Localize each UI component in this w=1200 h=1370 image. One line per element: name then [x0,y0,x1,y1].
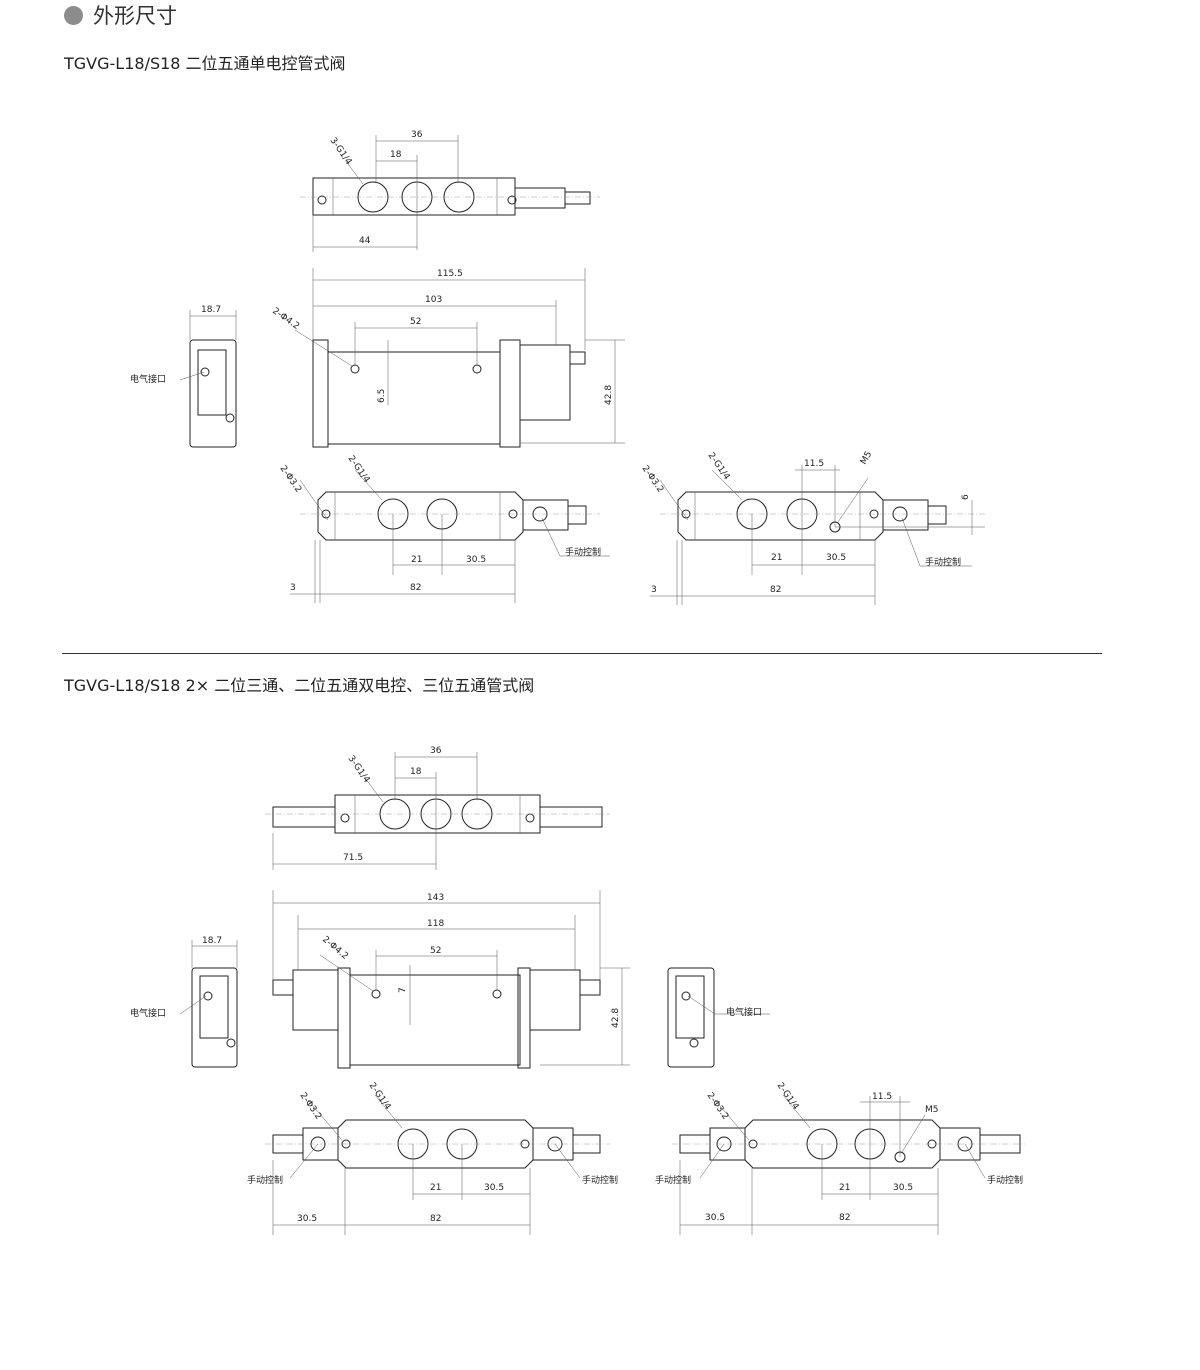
header-title: 外形尺寸 [93,4,177,28]
s2-front-view: 143 118 52 2-Φ4.2 7 42.8 [272,890,630,1069]
section2-title: TGVG-L18/S18 2× 二位三通、二位五通双电控、三位五通管式阀 [64,676,535,695]
dim-3: 3 [651,585,657,595]
ports-label: 2-G1/4 [367,1081,393,1112]
dim-6: 6 [961,494,971,500]
dim-21: 21 [839,1183,850,1193]
dim-18: 18 [390,150,402,160]
s2-bottom-view-b: 11.5 M5 21 30.5 30.5 82 2-Φ3.2 2-G1/4 手动… [655,1081,1025,1235]
dim-30-5: 30.5 [705,1213,725,1223]
divider [62,653,1102,654]
dim-103: 103 [425,295,442,305]
dim-36: 36 [411,130,423,140]
mount-label: 2-Φ3.2 [298,1091,324,1122]
s1-bottom-view-b: 11.5 M5 6 21 30.5 3 82 2-Φ3.2 2-G1/4 手动控… [640,450,985,605]
manual-control-label: 手动控制 [565,546,601,558]
dim-143: 143 [427,893,444,903]
dim-3: 3 [290,583,296,593]
connector-label: 电气接口 [130,1007,166,1019]
section1-title: TGVG-L18/S18 二位五通单电控管式阀 [64,54,346,73]
s1-side-view: 18.7 电气接口 [130,305,237,448]
dim-30-5: 30.5 [826,553,846,563]
manual-control-label: 手动控制 [582,1174,618,1186]
dim-11-5: 11.5 [872,1092,892,1102]
s1-bottom-view-a: 21 30.5 3 82 2-Φ3.2 2-G1/4 手动控制 [278,454,610,603]
dim-115-5: 115.5 [437,269,463,279]
mount-label: 2-Φ3.2 [705,1091,731,1122]
s2-side-view-left: 18.7 电气接口 [130,936,238,1068]
dim-21: 21 [411,555,422,565]
dim-82: 82 [839,1213,850,1223]
dim-82: 82 [770,585,781,595]
s2-top-view: 36 18 71.5 3-G1/4 [265,746,610,870]
mount-label: 2-Φ3.2 [278,464,304,495]
m5-label: M5 [925,1105,939,1115]
holes-label: 2-Φ4.2 [320,935,350,962]
dim-7: 7 [398,987,408,993]
connector-label: 电气接口 [726,1006,762,1018]
section-header: 外形尺寸 [64,0,177,30]
dim-36: 36 [430,746,442,756]
dim-82: 82 [410,583,421,593]
manual-control-label: 手动控制 [247,1174,283,1186]
ports-label: 3-G1/4 [346,754,372,785]
ports-label: 2-G1/4 [706,451,732,482]
dim-42-8: 42.8 [611,1008,621,1028]
dim-30-5: 30.5 [466,555,486,565]
dim-44: 44 [359,236,371,246]
connector-label: 电气接口 [130,373,166,385]
holes-label: 2-Φ4.2 [270,306,301,332]
dim-21: 21 [430,1183,441,1193]
dim-52: 52 [410,317,421,327]
dim-42-8: 42.8 [604,385,614,405]
dim-82: 82 [430,1214,441,1224]
m5-label: M5 [859,450,874,467]
dim-30-5: 30.5 [297,1214,317,1224]
dim-6-5: 6.5 [377,389,387,403]
s1-top-view: 36 18 44 3-G1/4 [300,130,600,252]
dim-18: 18 [410,767,422,777]
ports-label: 2-G1/4 [775,1081,801,1112]
dim-30-5: 30.5 [893,1183,913,1193]
s2-bottom-view-a: 21 30.5 30.5 82 2-Φ3.2 2-G1/4 手动控制 手动控制 [247,1081,618,1235]
manual-control-label: 手动控制 [655,1174,691,1186]
dim-118: 118 [427,919,444,929]
manual-control-label: 手动控制 [925,556,961,568]
dim-52: 52 [430,946,441,956]
dim-11-5: 11.5 [804,459,824,469]
mount-label: 2-Φ3.2 [640,464,666,495]
ports-label: 2-G1/4 [346,454,372,485]
dim-71-5: 71.5 [343,853,363,863]
ports-label: 3-G1/4 [328,136,354,167]
dim-30-5: 30.5 [484,1183,504,1193]
bullet-icon [64,5,83,25]
dim-18-7: 18.7 [202,936,222,946]
manual-control-label: 手动控制 [987,1174,1023,1186]
dim-18-7: 18.7 [201,305,221,315]
s1-front-view: 115.5 103 52 2-Φ4.2 6.5 42.8 [270,268,625,448]
s2-side-view-right: 电气接口 [667,967,770,1068]
dim-21: 21 [771,553,782,563]
